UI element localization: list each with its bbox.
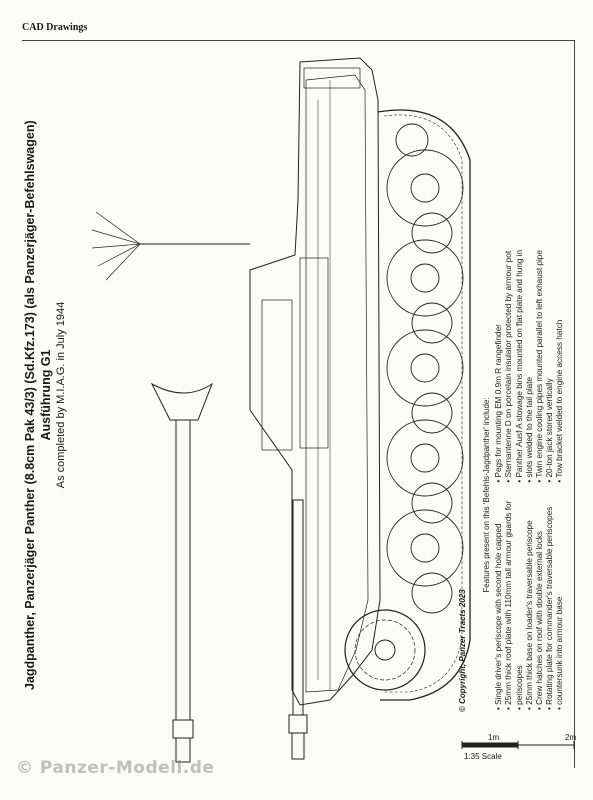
section-header: CAD Drawings (22, 22, 88, 33)
features-list-right: Pegs for mounting EM 0.9m R rangefinder … (494, 250, 565, 483)
features-heading: Features present on this 'Befehls-Jagdpa… (482, 397, 491, 593)
features-list-left: Single driver's periscope with second ho… (494, 501, 565, 710)
list-item: Rotating plate for commander's traversab… (545, 501, 555, 710)
list-item: Twin engine cooling pipes mounted parall… (535, 250, 545, 483)
list-item: Sternantenne D on porcelain insulator pr… (504, 250, 514, 483)
scale-mark-1m: 1m (488, 733, 500, 742)
scale-label: 1:35 Scale (464, 752, 502, 761)
header-rule (22, 40, 575, 41)
completion-note: As completed by M.I.A.G. in July 1944 (55, 301, 67, 489)
list-item: Crew hatches on roof with double externa… (535, 501, 545, 710)
list-item: Pegs for mounting EM 0.9m R rangefinder (494, 250, 504, 483)
list-item: slots welded to the tail plate (525, 250, 535, 483)
list-item: periscopes (515, 501, 525, 710)
scale-mark-2m: 2m (565, 733, 577, 742)
page-border-right (574, 40, 575, 768)
list-item: Tow bracket welded to engine access hatc… (555, 250, 565, 483)
list-item: 20-ton jack stored vertically (545, 250, 555, 483)
list-item: Single driver's periscope with second ho… (494, 501, 504, 710)
list-item: 25mm thick roof plate with 110mm tall ar… (504, 501, 514, 710)
list-item: 25mm thick base on loader's traversable … (525, 501, 535, 710)
copyright-notice: © Copyright, Panzer Tracts 2023 (458, 589, 467, 712)
title-block: Jagdpanther, Panzerjäger Panther (8.8cm … (22, 100, 68, 690)
list-item: countersunk into armour base (555, 501, 565, 710)
vehicle-variant: Ausführung G1 (39, 349, 53, 441)
vehicle-title: Jagdpanther, Panzerjäger Panther (8.8cm … (23, 120, 37, 690)
watermark: © Panzer-Modell.de (16, 758, 215, 778)
list-item: Panther Ausf A stowage bins mounted on f… (515, 250, 525, 483)
features-block: Features present on this 'Befehls-Jagdpa… (482, 250, 566, 710)
